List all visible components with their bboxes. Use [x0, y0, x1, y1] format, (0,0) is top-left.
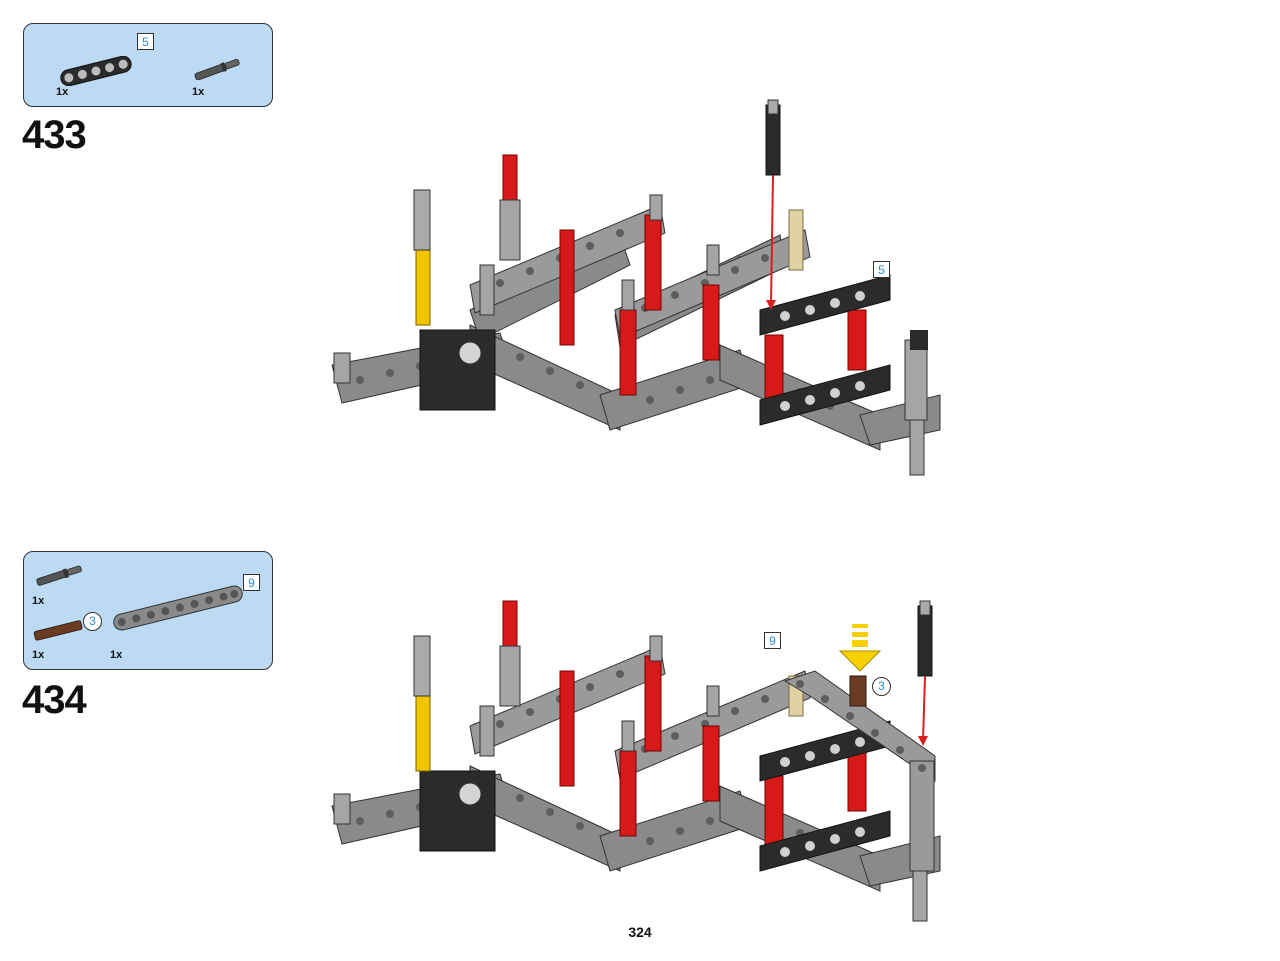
beam-length-badge: 5	[137, 33, 154, 50]
part-qty: 1x	[110, 649, 123, 661]
step-number: 433	[22, 113, 87, 157]
part-qty: 1x	[32, 649, 45, 661]
beam-length-badge: 9	[243, 574, 260, 591]
black-5-beam-icon	[60, 56, 132, 86]
axle-length-circle: 3	[83, 612, 102, 631]
parts-callout-433: 1x 5 1x	[23, 23, 273, 107]
step-434: 1x 3 1x 9 1x 434	[0, 528, 1280, 928]
gray-9-beam-icon	[113, 585, 243, 631]
assembly-model-433	[331, 99, 941, 476]
page-number: 324	[628, 924, 652, 940]
model-beam-length-badge: 5	[873, 261, 890, 278]
part-qty: 1x	[32, 595, 45, 607]
parts-callout-434: 1x 3 1x 9 1x	[23, 551, 273, 670]
brown-axle-3-icon	[33, 620, 83, 641]
step-number: 434	[22, 678, 87, 722]
model-axle-length-circle: 3	[872, 677, 891, 696]
assembly-model-434	[331, 600, 941, 922]
step-433: 1x 5 1x 433	[22, 23, 941, 476]
dark-gray-axle-pin-icon	[36, 565, 82, 586]
part-qty: 1x	[56, 86, 69, 98]
part-qty: 1x	[192, 86, 205, 98]
dark-gray-axle-pin-icon	[194, 58, 240, 80]
model-beam-length-badge: 9	[764, 632, 781, 649]
